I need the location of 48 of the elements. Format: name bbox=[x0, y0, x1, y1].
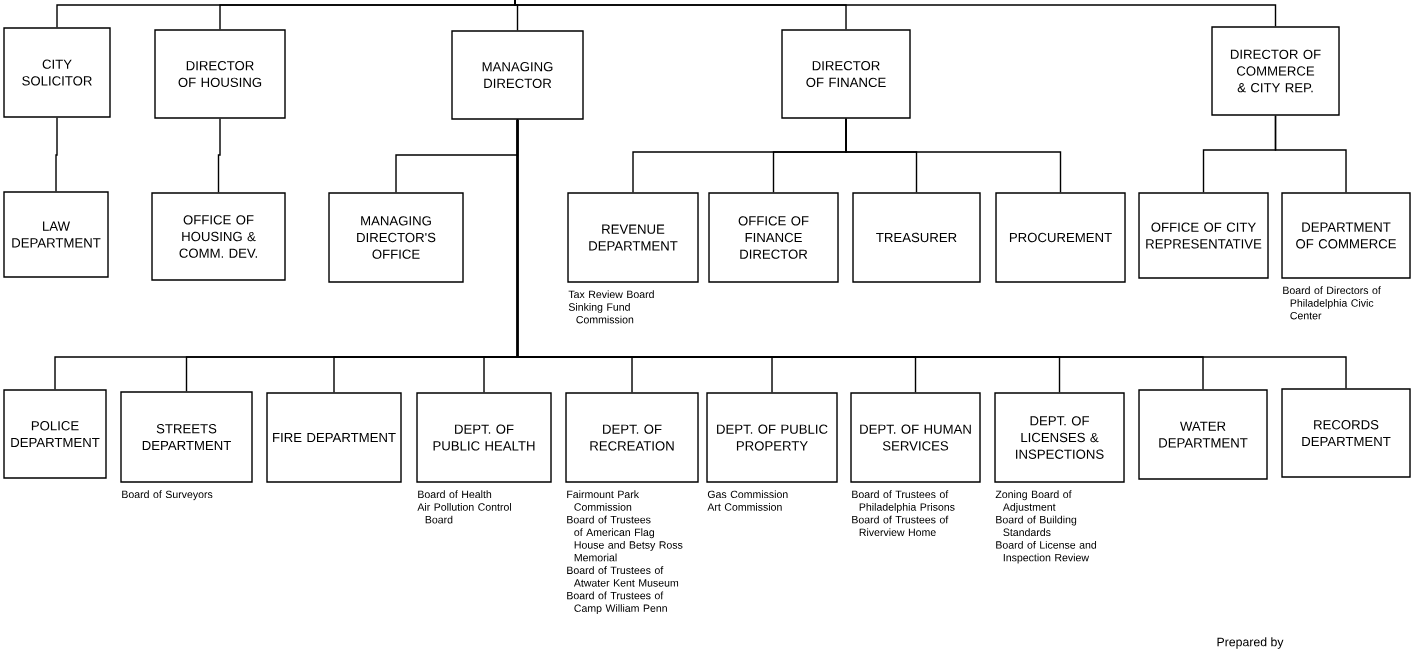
board-name: Air Pollution Control Board bbox=[417, 503, 511, 524]
department-box: DIRECTOR OF FINANCE bbox=[781, 29, 911, 119]
board-name: Board of Health bbox=[418, 490, 492, 499]
board-name: Gas Commission bbox=[707, 490, 788, 499]
department-box: DIRECTOR OF COMMERCE & CITY REP. bbox=[1211, 26, 1340, 116]
department-box: DEPT. OF PUBLIC PROPERTY bbox=[706, 392, 838, 483]
board-name: Board of Trustees of Atwater Kent Museum bbox=[567, 566, 679, 587]
department-box: DEPT. OF PUBLIC HEALTH bbox=[416, 392, 552, 483]
connector-line bbox=[514, 0, 1277, 27]
board-name: Board of Trustees of Philadelphia Prisons bbox=[852, 490, 955, 513]
board-name: Board of Trustees of American Flag House and Betsy Ross Memorial bbox=[567, 515, 683, 562]
board-name: Board of Surveyors bbox=[122, 490, 213, 501]
department-box: REVENUE DEPARTMENT bbox=[567, 192, 699, 283]
department-box: OFFICE OF CITY REPRESENTATIVE bbox=[1138, 192, 1269, 279]
department-box: STREETS DEPARTMENT bbox=[120, 391, 253, 483]
connector-line bbox=[217, 118, 221, 193]
department-box: DEPT. OF RECREATION bbox=[565, 392, 699, 483]
board-name: Zoning Board of Adjustment bbox=[995, 490, 1072, 513]
department-box: TREASURER bbox=[852, 192, 981, 283]
department-box: PROCUREMENT bbox=[995, 192, 1126, 283]
board-name: Fairmount Park Commission bbox=[567, 490, 639, 511]
department-box: OFFICE OF FINANCE DIRECTOR bbox=[708, 192, 839, 283]
department-box: DEPARTMENT OF COMMERCE bbox=[1281, 192, 1411, 279]
department-box: MANAGING DIRECTOR'S OFFICE bbox=[328, 192, 464, 283]
department-box: DEPT. OF LICENSES & INSPECTIONS bbox=[994, 392, 1125, 483]
department-box: RECORDS DEPARTMENT bbox=[1281, 388, 1411, 478]
department-box: DIRECTOR OF HOUSING bbox=[154, 29, 286, 119]
board-name: Tax Review Board bbox=[568, 290, 654, 299]
department-box: MANAGING DIRECTOR bbox=[451, 30, 584, 120]
board-name: Sinking Fund Commission bbox=[568, 303, 634, 324]
board-name: Board of Trustees of Camp William Penn bbox=[567, 591, 667, 615]
department-box: WATER DEPARTMENT bbox=[1138, 389, 1268, 480]
department-box: CITY SOLICITOR bbox=[3, 27, 111, 118]
department-box: OFFICE OF HOUSING & COMM. DEV. bbox=[151, 192, 286, 281]
connector-line bbox=[516, 119, 1347, 389]
board-name: Board of License and Inspection Review bbox=[996, 540, 1097, 564]
board-name: Board of Directors of Philadelphia Civic Center bbox=[1283, 286, 1381, 320]
department-box: DEPT. OF HUMAN SERVICES bbox=[850, 392, 981, 483]
connector-line bbox=[1274, 115, 1347, 193]
department-box: LAW DEPARTMENT bbox=[3, 191, 109, 278]
board-name: Art Commission bbox=[707, 503, 782, 511]
board-name: Board of Trustees of Riverview Home bbox=[852, 515, 949, 537]
department-box: POLICE DEPARTMENT bbox=[3, 389, 107, 479]
connector-line bbox=[845, 118, 1062, 193]
note-text: Prepared by bbox=[1217, 637, 1284, 649]
department-box: FIRE DEPARTMENT bbox=[266, 392, 402, 483]
connector-line bbox=[55, 117, 58, 192]
board-name: Board of Building Standards bbox=[996, 515, 1077, 537]
